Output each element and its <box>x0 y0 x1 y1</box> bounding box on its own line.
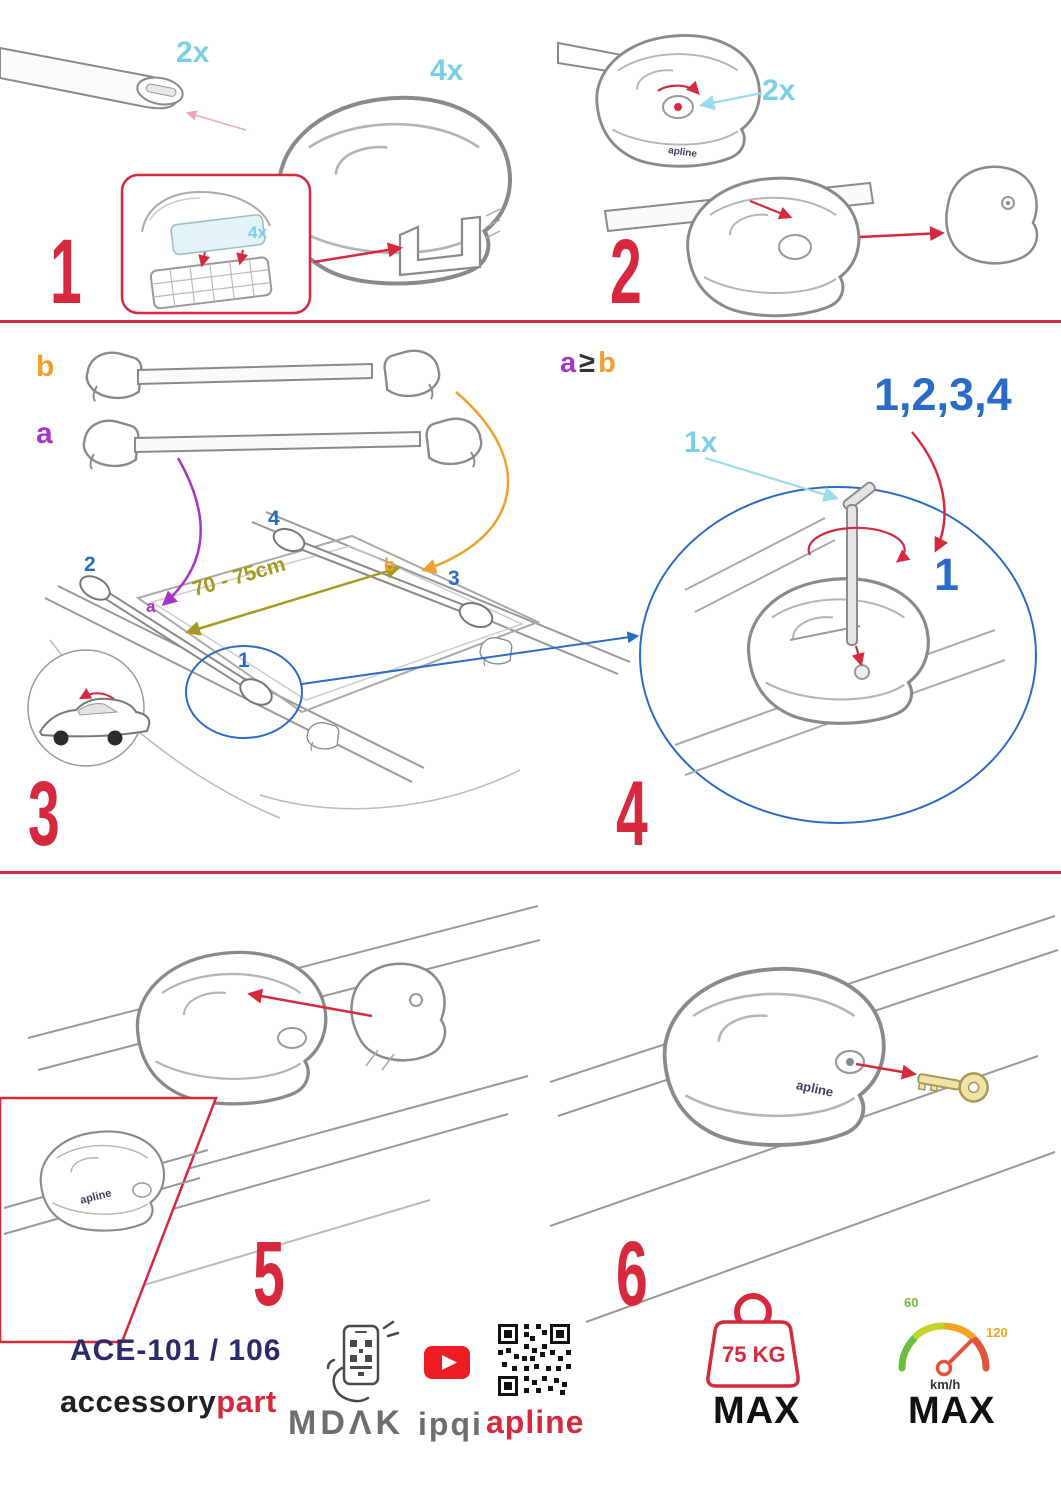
cover-piece <box>945 165 1039 265</box>
foot-qty-label: 4x <box>430 54 464 87</box>
weight-limit-value: 75 KG <box>722 1342 786 1367</box>
highlight-circle <box>185 645 303 739</box>
roof-a-label: a <box>146 597 156 616</box>
roof-top-view <box>44 511 631 819</box>
foot-with-bracket <box>279 98 510 284</box>
tool-qty-label: 1x <box>684 426 718 459</box>
bar-qty-label: 2x <box>176 36 210 69</box>
step3-illustration <box>27 349 640 819</box>
apline-logo: apline <box>486 1404 585 1440</box>
rule-a-label: a <box>560 347 577 379</box>
loose-foot-1 <box>306 722 340 752</box>
step5-illustration <box>0 905 540 1344</box>
step2-number: 2 <box>610 221 642 323</box>
cover-sliding <box>350 962 447 1071</box>
foot-top <box>557 34 761 168</box>
crossbar-drawing <box>0 46 184 110</box>
youtube-icon <box>424 1346 470 1379</box>
foot-open <box>135 950 328 1106</box>
roof-crossbar-a <box>79 575 273 706</box>
bar-a-label: a <box>36 417 53 450</box>
rule-operator: ≥ <box>579 347 596 379</box>
weight-max-label: MAX <box>713 1390 801 1432</box>
brand-black: accessory <box>60 1384 217 1419</box>
position-4-label: 4 <box>268 507 280 530</box>
step2-illustration <box>557 34 1039 318</box>
step4-illustration <box>639 431 1037 824</box>
order-rule: a ≥ b <box>560 349 616 378</box>
brand-red: part <box>216 1384 277 1419</box>
position-1-label: 1 <box>238 649 250 672</box>
position-2-label: 2 <box>84 553 96 576</box>
foot-locked <box>662 966 886 1147</box>
loose-foot-2 <box>479 637 513 667</box>
roof-crossbar-b <box>272 527 494 629</box>
step1-illustration <box>0 46 540 315</box>
crossbar-b-drawing <box>85 349 441 403</box>
crossbar-a-drawing <box>82 417 483 471</box>
rubber-pad <box>170 214 266 256</box>
phone-qr-icon <box>326 1320 400 1403</box>
step5-number: 5 <box>253 1223 285 1325</box>
rule-b-label: b <box>598 347 616 379</box>
step1-number: 1 <box>50 221 82 323</box>
model-number: ACE-101 / 106 <box>70 1334 282 1367</box>
lock-qty-label: 2x <box>762 74 796 107</box>
foot-zoomed <box>746 577 930 725</box>
speed-high-label: 120 <box>986 1325 1008 1340</box>
key-icon <box>917 1072 989 1103</box>
pad-inset <box>120 173 312 315</box>
pad-grid <box>149 256 273 310</box>
first-position-label: 1 <box>934 549 960 600</box>
speed-limit-icon <box>898 1322 990 1377</box>
position-3-label: 3 <box>448 567 460 590</box>
inset-panel <box>0 1096 218 1344</box>
ipqi-logo: ipqi <box>418 1406 483 1442</box>
section-divider-1 <box>0 320 1061 323</box>
speed-low-label: 60 <box>904 1295 919 1310</box>
mdak-logo: MDΛK <box>288 1404 405 1442</box>
allen-key <box>842 481 876 646</box>
weight-limit-icon <box>706 1293 800 1388</box>
qr-code-icon <box>496 1322 572 1398</box>
bar-b-label: b <box>36 350 55 383</box>
speed-unit-label: km/h <box>930 1377 961 1392</box>
step3-number: 3 <box>28 763 60 865</box>
step4-number: 4 <box>616 763 648 865</box>
car-inset <box>27 649 151 767</box>
roof-b-label: b <box>384 555 395 575</box>
step6-number: 6 <box>616 1223 648 1325</box>
foot-lower <box>603 176 875 318</box>
speed-max-label: MAX <box>908 1390 996 1432</box>
brand-logo: accessory part <box>60 1386 277 1417</box>
section-divider-2 <box>0 871 1061 874</box>
tighten-sequence-label: 1,2,3,4 <box>874 369 1012 420</box>
step6-illustration <box>550 915 1059 1323</box>
pad-qty-label: 4x <box>248 223 267 242</box>
